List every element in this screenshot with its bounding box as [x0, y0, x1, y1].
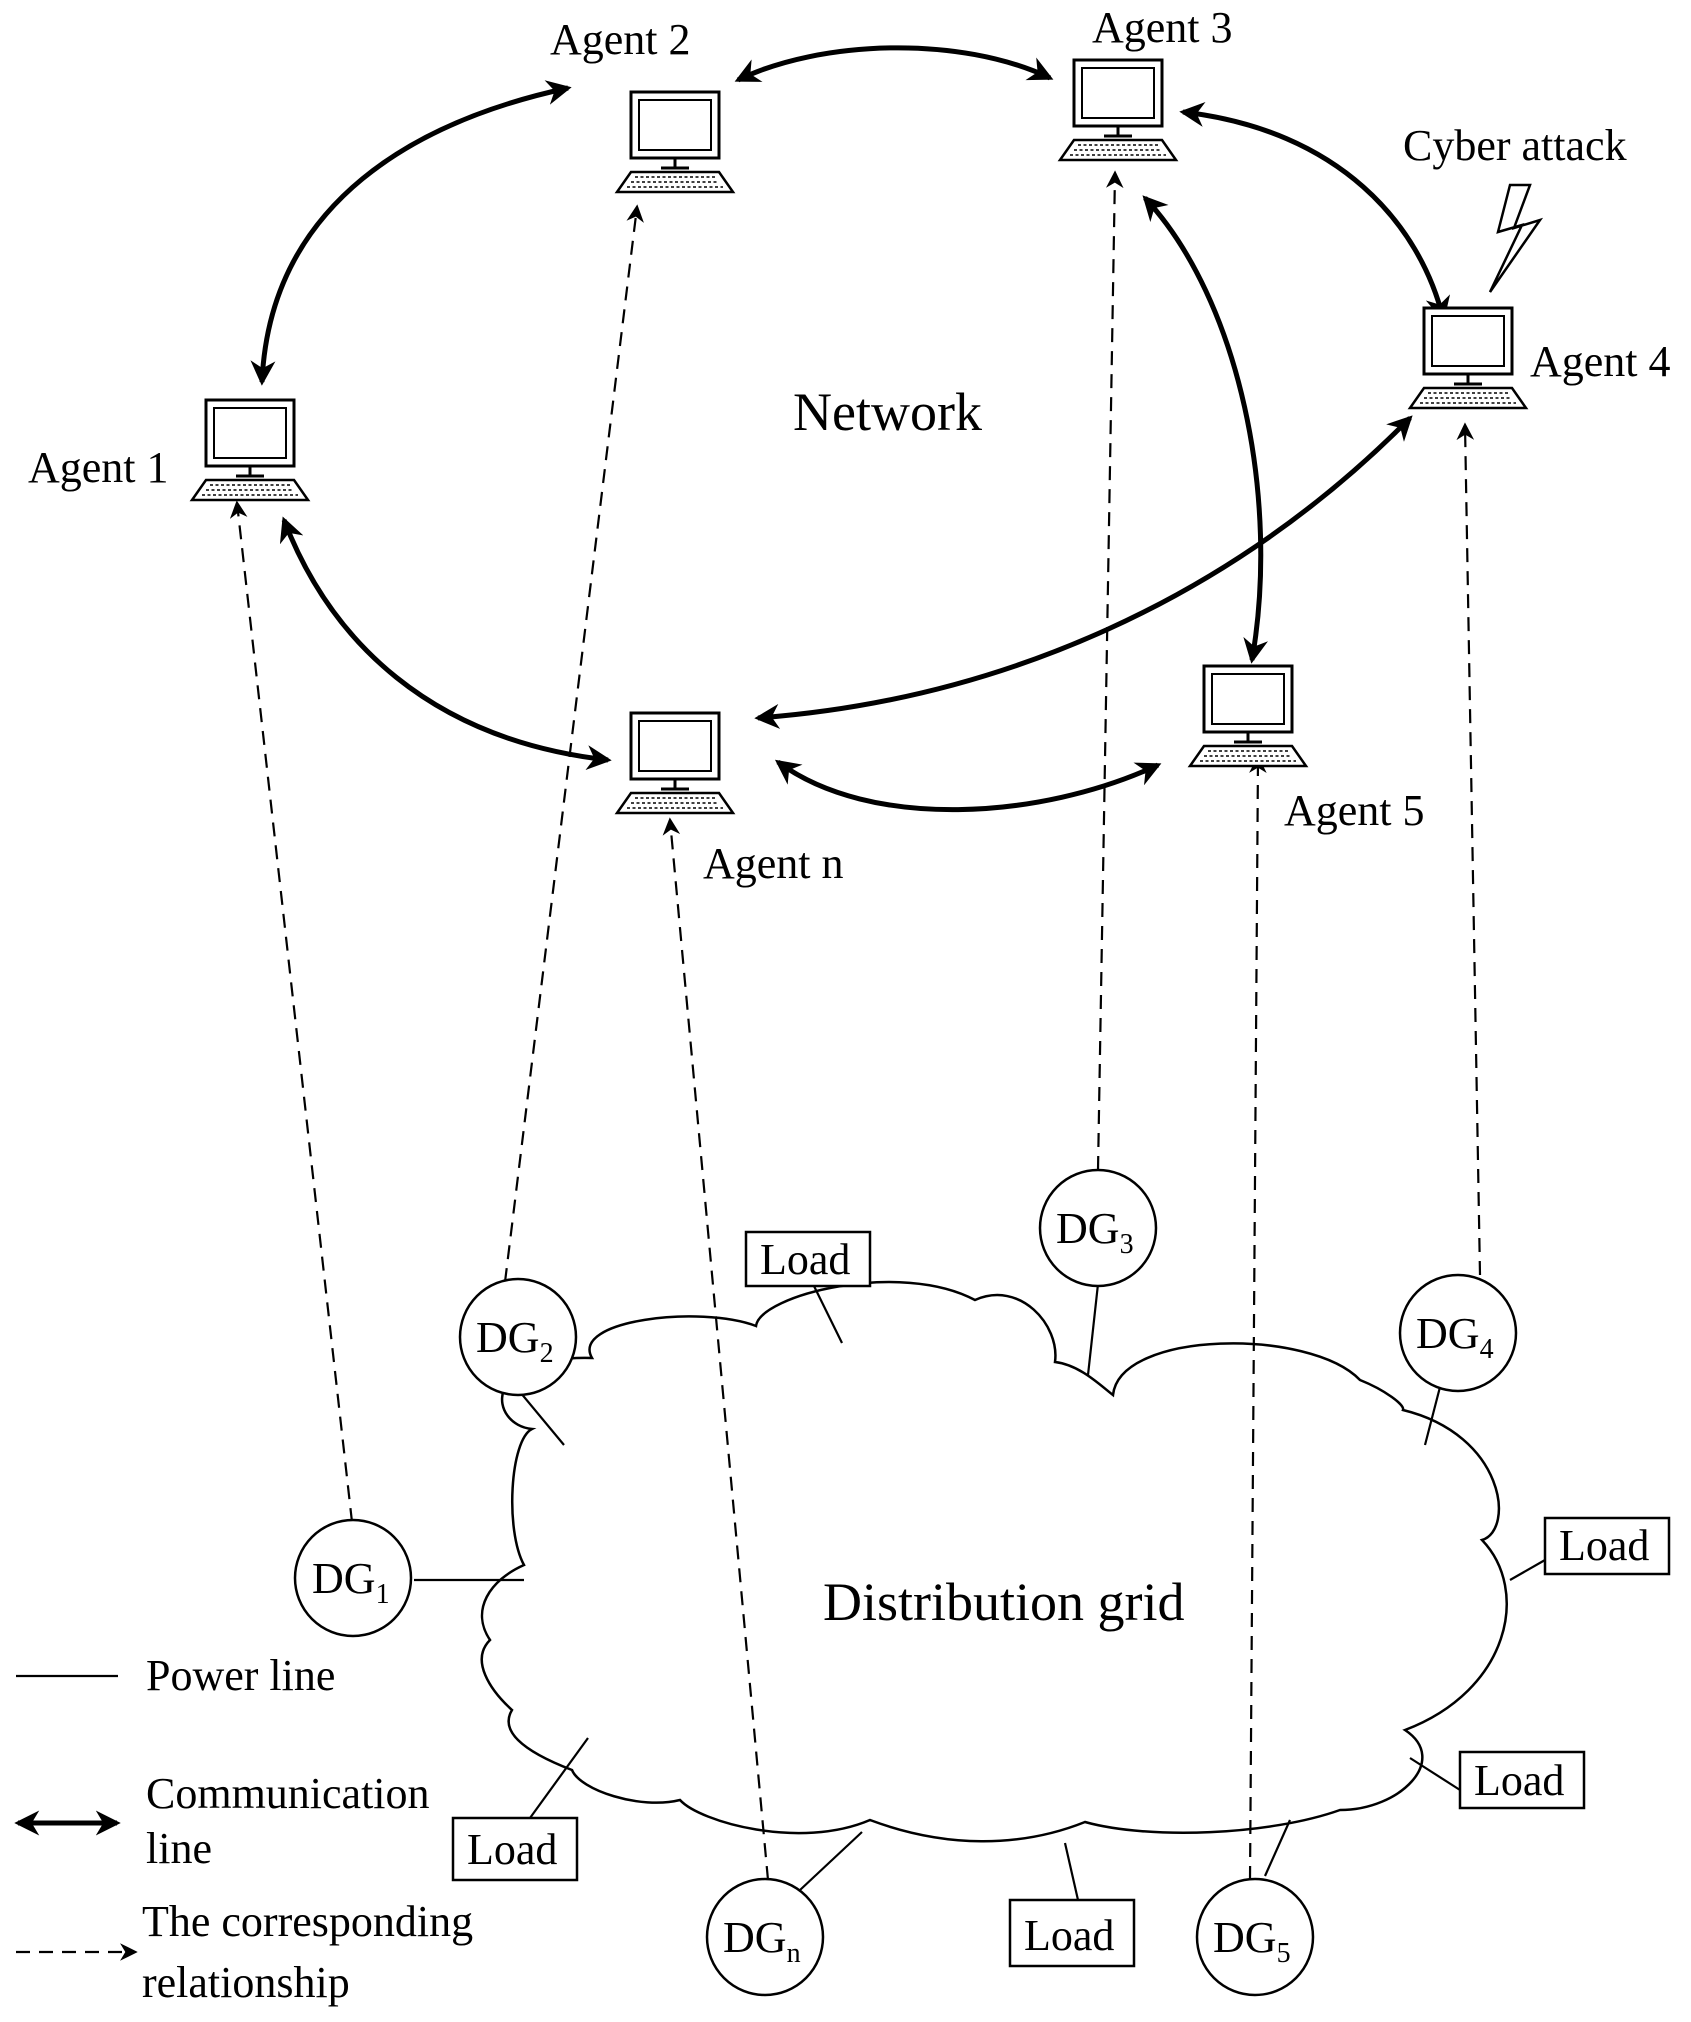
dgn-node: DGn: [705, 1877, 825, 1997]
comm-line-agent3-agent5: [1142, 195, 1268, 664]
power-line-load-right1: [1509, 1559, 1546, 1581]
lightning-bolt-icon: [1488, 183, 1544, 293]
dg4-node: DG4: [1398, 1273, 1518, 1393]
dg5-base: DG: [1213, 1913, 1277, 1962]
cyber-attack-label: Cyber attack: [1403, 121, 1627, 170]
dgn-base: DG: [723, 1913, 787, 1962]
load-right1-label: Load: [1559, 1521, 1649, 1570]
relationship-dg4-agent4: [1456, 422, 1482, 1276]
relationship-dg3-agent3: [1096, 170, 1124, 1171]
agent3-label: Agent 3: [1092, 3, 1233, 52]
load-top: Load: [744, 1230, 872, 1288]
dg2-base: DG: [476, 1313, 540, 1362]
power-line-dg5: [1263, 1819, 1292, 1877]
legend-relationship-label-1: The corresponding: [142, 1897, 473, 1946]
dg1-node: DG1: [293, 1518, 413, 1638]
dg1-base: DG: [312, 1554, 376, 1603]
network-label: Network: [793, 382, 982, 442]
dg1-sub: 1: [376, 1579, 390, 1610]
svg-text:DG4: DG4: [1416, 1309, 1494, 1365]
relationship-dgn-agentn: [662, 817, 770, 1881]
comm-line-agent3-agent4: [1179, 102, 1451, 322]
dg2-node: DG2: [458, 1277, 578, 1397]
agentn-label: Agent n: [703, 839, 844, 888]
agent4-computer-icon: [1408, 306, 1528, 410]
relationship-dg2-agent2: [503, 204, 644, 1283]
power-line-dg3: [1086, 1283, 1100, 1376]
grid-label: Distribution grid: [823, 1572, 1185, 1632]
load-right2-label: Load: [1474, 1756, 1564, 1805]
agent5-computer-icon: [1188, 664, 1308, 768]
agent5-label: Agent 5: [1284, 786, 1425, 835]
dgn-sub: n: [787, 1938, 801, 1969]
agent2-label: Agent 2: [550, 15, 691, 64]
agentn-computer-icon: [615, 711, 735, 815]
load-left-label: Load: [467, 1825, 557, 1874]
legend: Power line Communication line The corres…: [14, 1651, 473, 2007]
legend-power-line-label: Power line: [146, 1651, 335, 1700]
legend-relationship-label-2: relationship: [142, 1958, 350, 2007]
dg5-node: DG5: [1195, 1877, 1315, 1997]
comm-line-agent4-agentn: [754, 415, 1413, 729]
dg3-node: DG3: [1038, 1168, 1158, 1288]
load-right2: Load: [1458, 1750, 1586, 1810]
dg3-base: DG: [1056, 1204, 1120, 1253]
svg-text:DGn: DGn: [723, 1913, 801, 1969]
relationship-dg5-agent5: [1248, 755, 1267, 1881]
dg2-sub: 2: [540, 1338, 554, 1369]
power-line-load-bottom: [1063, 1842, 1080, 1901]
svg-text:DG2: DG2: [476, 1313, 554, 1369]
power-line-dg2: [519, 1391, 565, 1446]
load-right1: Load: [1543, 1516, 1671, 1576]
dg4-base: DG: [1416, 1309, 1480, 1358]
agent4-label: Agent 4: [1530, 337, 1671, 386]
legend-communication-line-label-2: line: [146, 1824, 212, 1873]
dg5-sub: 5: [1277, 1938, 1291, 1969]
load-top-label: Load: [760, 1235, 850, 1284]
agent2-computer-icon: [615, 90, 735, 194]
comm-line-agent2-agent3: [734, 45, 1054, 83]
power-line-dg4: [1423, 1386, 1442, 1446]
load-left: Load: [451, 1816, 579, 1882]
agent3-computer-icon: [1058, 58, 1178, 162]
agent1-computer-icon: [190, 398, 310, 502]
comm-line-agent1-agent2: [250, 80, 572, 386]
comm-line-agentn-agent5: [774, 759, 1162, 813]
svg-text:DG5: DG5: [1213, 1913, 1291, 1969]
load-bottom: Load: [1008, 1898, 1136, 1968]
power-line-load-right2: [1409, 1757, 1461, 1791]
power-line-load-top: [811, 1281, 843, 1344]
distribution-grid-cloud: [480, 1280, 1508, 1843]
comm-line-agent1-agentn: [279, 516, 612, 771]
dg4-sub: 4: [1480, 1334, 1494, 1365]
dg3-sub: 3: [1120, 1229, 1134, 1260]
power-line-load-left: [529, 1737, 589, 1819]
load-bottom-label: Load: [1024, 1911, 1114, 1960]
relationship-dg1-agent1: [229, 500, 354, 1523]
svg-text:DG3: DG3: [1056, 1204, 1134, 1260]
power-line-dgn: [799, 1831, 863, 1891]
agent1-label: Agent 1: [28, 443, 169, 492]
svg-text:DG1: DG1: [312, 1554, 390, 1610]
legend-communication-line-label-1: Communication: [146, 1769, 430, 1818]
